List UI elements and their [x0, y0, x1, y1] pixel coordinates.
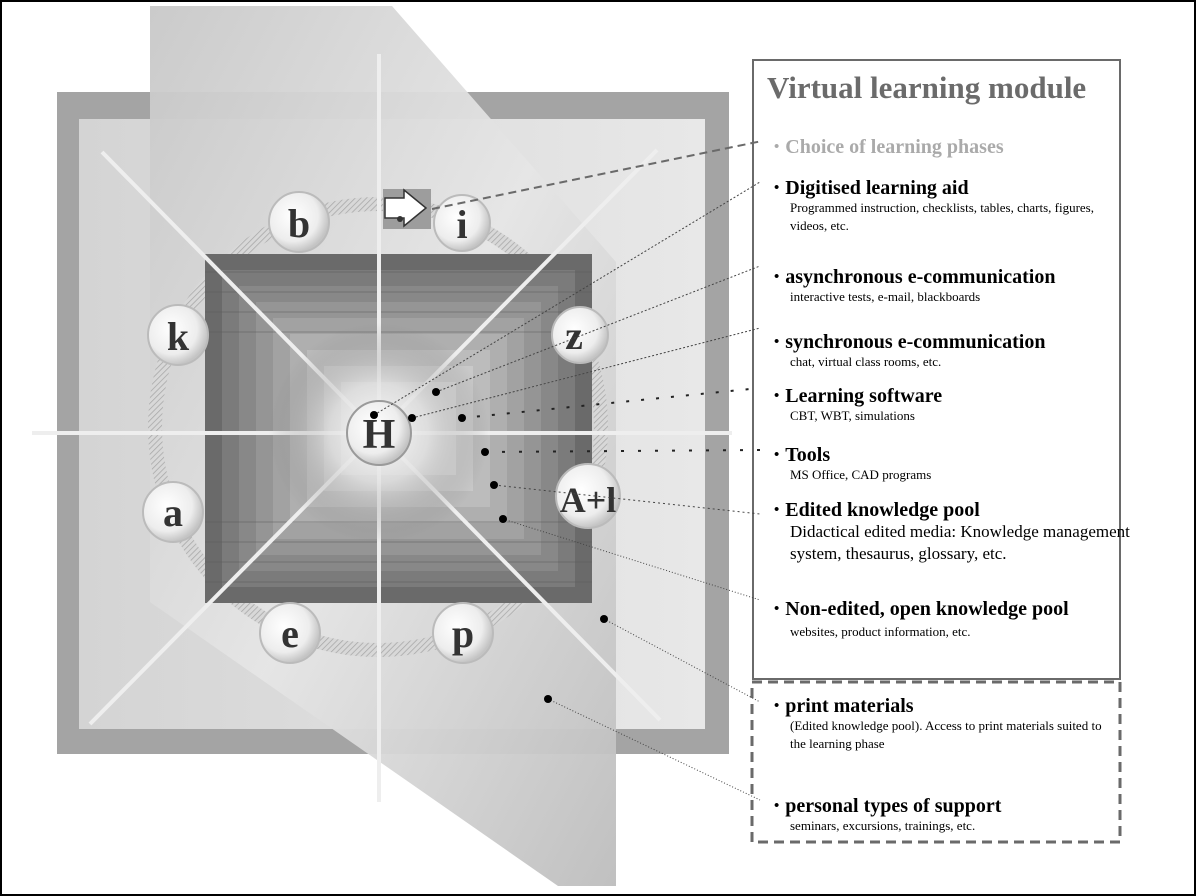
phase-label-e: e — [281, 611, 299, 656]
item-desc: chat, virtual class rooms, etc. — [790, 354, 942, 369]
bullet: • — [774, 698, 780, 714]
item-personal-support[interactable]: • personal types of support seminars, exc… — [774, 795, 1124, 835]
item-heading: asynchronous e-communication — [785, 266, 1056, 288]
bullet: • — [774, 447, 780, 463]
phase-label-b: b — [288, 201, 310, 246]
phase-label-i: i — [456, 202, 467, 247]
item-desc: websites, product information, etc. — [790, 624, 971, 639]
item-heading: print materials — [785, 695, 914, 717]
center-label: H — [363, 412, 396, 458]
item-heading: Tools — [785, 444, 831, 466]
item-heading: Non-edited, open knowledge pool — [785, 598, 1069, 620]
phase-circle-k[interactable]: k — [147, 304, 209, 366]
item-heading: Choice of learning phases — [785, 136, 1004, 158]
item-heading: synchronous e-communication — [785, 331, 1046, 353]
phase-label-a: a — [163, 490, 183, 535]
item-tools[interactable]: • Tools MS Office, CAD programs — [774, 444, 1124, 484]
arrow-block[interactable] — [383, 188, 431, 229]
phase-label-al: A+l — [560, 480, 617, 520]
item-edited-knowledge-pool[interactable]: • Edited knowledge pool Didactical edited… — [774, 499, 1130, 565]
item-desc: seminars, excursions, trainings, etc. — [790, 818, 976, 833]
phase-circle-b[interactable]: b — [268, 191, 330, 253]
bullet: • — [774, 334, 780, 350]
bullet: • — [774, 180, 780, 196]
phase-label-k: k — [167, 314, 190, 359]
item-learning-software[interactable]: • Learning software CBT, WBT, simulations — [774, 385, 1124, 425]
item-desc: Programmed instruction, checklists, tabl… — [790, 200, 1094, 233]
bullet: • — [774, 269, 780, 285]
virtual-module-box — [752, 59, 1121, 680]
item-print-materials[interactable]: • print materials (Edited knowledge pool)… — [774, 695, 1124, 753]
phase-circle-i[interactable]: i — [433, 194, 491, 252]
bullet: • — [774, 798, 780, 814]
item-desc: CBT, WBT, simulations — [790, 408, 915, 423]
item-choice-of-learning-phases[interactable]: • Choice of learning phases — [774, 136, 1124, 158]
phase-circle-z[interactable]: z — [551, 306, 609, 364]
item-desc: (Edited knowledge pool). Access to print… — [790, 718, 1102, 751]
item-digitised-learning-aid[interactable]: • Digitised learning aid Programmed instr… — [774, 177, 1124, 235]
bullet: • — [774, 139, 780, 155]
connector-dots — [370, 388, 608, 703]
phase-circle-a[interactable]: a — [142, 481, 204, 543]
item-heading: Learning software — [785, 385, 943, 407]
item-desc: interactive tests, e-mail, blackboards — [790, 289, 981, 304]
bullet: • — [774, 388, 780, 404]
phase-label-p: p — [452, 611, 474, 656]
item-non-edited-knowledge-pool[interactable]: • Non-edited, open knowledge pool website… — [774, 595, 1124, 641]
item-heading: Digitised learning aid — [785, 177, 969, 199]
support-box — [750, 680, 1122, 844]
item-heading: Edited knowledge pool — [785, 499, 980, 521]
item-sync-ecommunication[interactable]: • synchronous e-communication chat, virtu… — [774, 331, 1124, 371]
item-async-ecommunication[interactable]: • asynchronous e-communication interactiv… — [774, 266, 1124, 306]
bullet: • — [774, 601, 780, 617]
connector-lines — [373, 140, 763, 801]
bullet: • — [774, 502, 780, 518]
panel-title: Virtual learning module — [767, 70, 1087, 105]
item-desc: Didactical edited media: Knowledge manag… — [790, 522, 1130, 563]
phase-circle-p[interactable]: p — [432, 602, 494, 664]
phase-circle-al[interactable]: A+l — [555, 463, 621, 529]
phase-circle-e[interactable]: e — [259, 602, 321, 664]
phase-label-z: z — [565, 313, 583, 358]
center-hub[interactable] — [346, 400, 412, 466]
item-heading: personal types of support — [785, 795, 1002, 817]
item-desc: MS Office, CAD programs — [790, 467, 932, 482]
